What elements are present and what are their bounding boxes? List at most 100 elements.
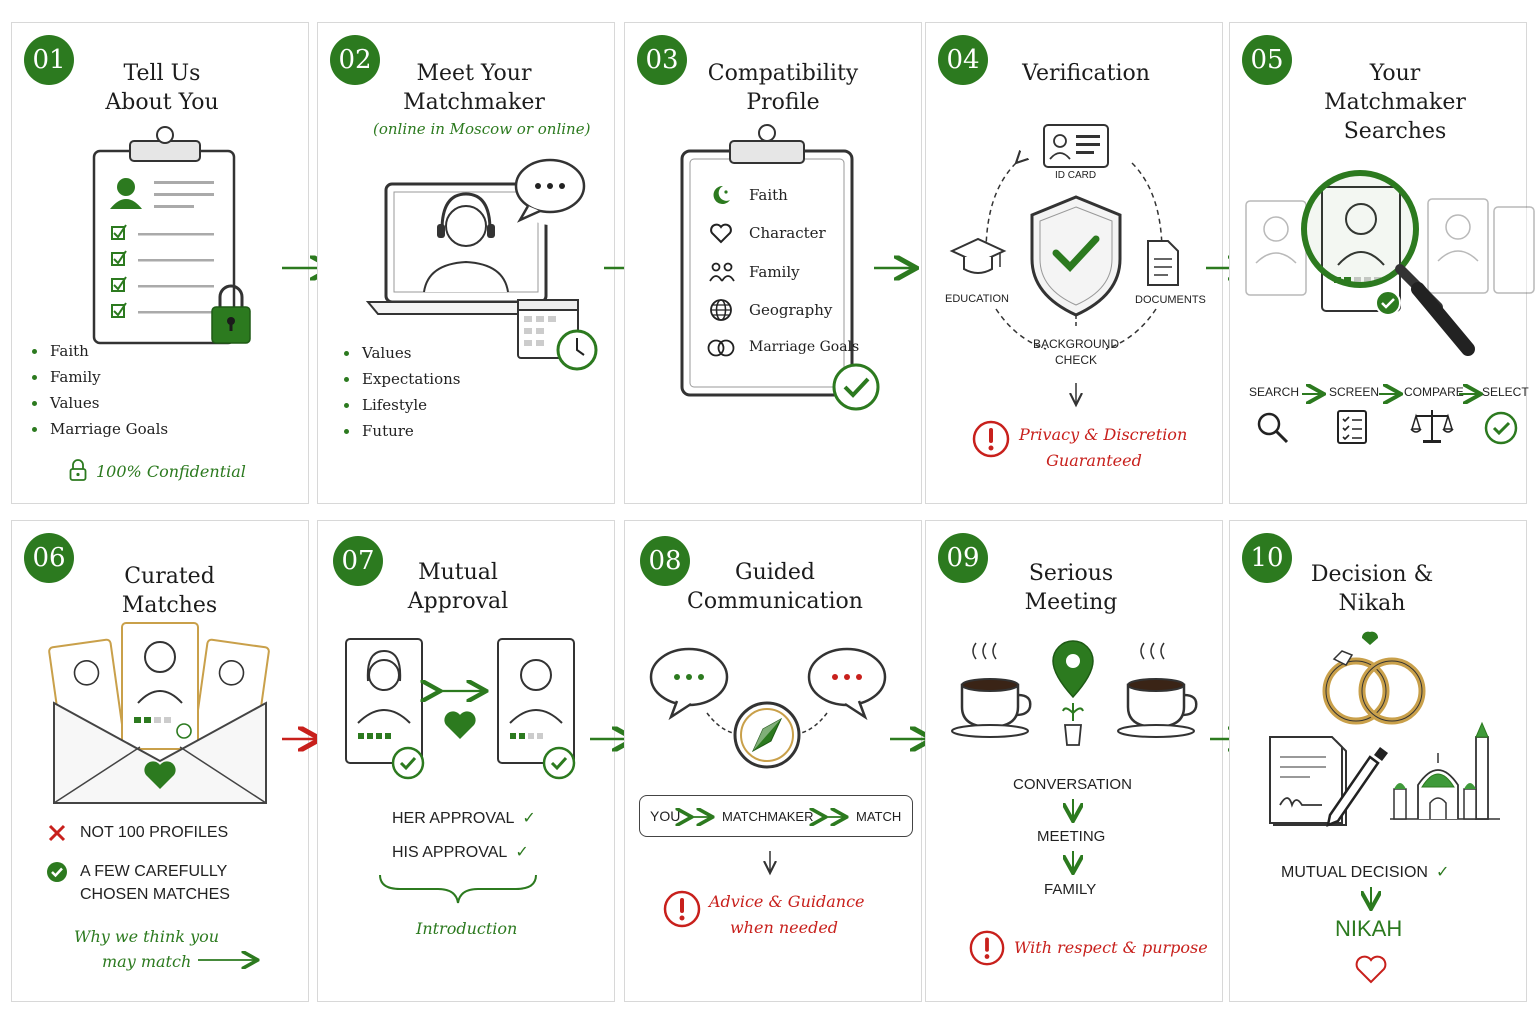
- step-card-10: 10 Decision & Nikah MUTUAL DECISION✓ NIK…: [1229, 520, 1527, 1002]
- list-item: Lifestyle: [342, 392, 460, 418]
- envelope-profiles-icon: [48, 622, 270, 804]
- profile-item-label: Geography: [749, 301, 833, 319]
- list-item: Expectations: [342, 366, 460, 392]
- her-approval-label: HER APPROVAL✓: [392, 808, 536, 827]
- why-match-note: Why we think you may match: [74, 927, 220, 971]
- check-icon: ✓: [515, 842, 529, 861]
- crescent-icon: [713, 185, 730, 204]
- flow-arrow-red: [282, 731, 326, 747]
- verification-cycle-diagram: [949, 124, 1179, 409]
- respect-note: With respect & purpose: [1014, 938, 1208, 957]
- step-number-badge: 06: [24, 533, 74, 583]
- step-title: Guided Communication: [687, 560, 863, 614]
- carefully-chosen-label: A FEW CAREFULLY CHOSEN MATCHES: [80, 863, 230, 903]
- down-arrow-icon: [763, 851, 777, 877]
- check-circle-icon: [1484, 411, 1518, 445]
- documents-label: DOCUMENTS: [1135, 294, 1206, 306]
- step-bullets: Values Expectations Lifestyle Future: [342, 340, 460, 444]
- double-arrow-icon: [687, 811, 715, 823]
- scale-icon: [1410, 410, 1454, 443]
- meeting-label: MEETING: [1037, 828, 1106, 845]
- flow-arrow: [874, 260, 922, 276]
- chat-compass-icon: [649, 647, 887, 769]
- step-title: Curated Matches: [121, 564, 218, 618]
- privacy-note: Privacy & Discretion Guaranteed: [1019, 425, 1188, 470]
- step-bullets: Faith Family Values Marriage Goals: [30, 338, 168, 442]
- contract-mosque-icon: [1269, 721, 1500, 828]
- flow-arrow-small: [1459, 389, 1483, 399]
- step-title: Tell Us About You: [105, 61, 219, 115]
- id-card-label: ID CARD: [1055, 170, 1097, 181]
- step-title: Serious Meeting: [1024, 561, 1118, 615]
- step-subtitle: (online in Moscow or online): [373, 120, 591, 138]
- profile-clipboard-icon: [680, 124, 880, 411]
- step-number-badge: 04: [938, 35, 988, 85]
- down-arrow-icon: [1364, 887, 1378, 911]
- step-title: Verification: [1022, 61, 1150, 86]
- profile-item-label: Family: [749, 263, 800, 281]
- check-circle-icon: [47, 862, 67, 882]
- alert-icon: [969, 930, 1005, 966]
- checklist-icon: [1337, 410, 1367, 444]
- clipboard-icon: [92, 126, 251, 345]
- step-title: Your Matchmaker Searches: [1324, 61, 1466, 144]
- mutual-decision-label: MUTUAL DECISION✓: [1281, 862, 1450, 881]
- coffee-meeting-icon: [951, 640, 1198, 746]
- step-number-badge: 05: [1242, 35, 1292, 85]
- advice-note: Advice & Guidance when needed: [709, 892, 865, 937]
- profile-item-label: Marriage Goals: [749, 339, 860, 355]
- family-icon: [709, 262, 735, 282]
- heart-icon: [1355, 955, 1387, 984]
- arrow-right-icon: [198, 953, 262, 967]
- chain-matchmaker: MATCHMAKER: [722, 809, 814, 824]
- list-item: Faith: [30, 338, 168, 364]
- rings-icon: [1322, 631, 1426, 725]
- step-card-06: 06 Curated Matches NOT 100 PROFILES A FE…: [11, 520, 309, 1002]
- profile-item-label: Character: [749, 224, 826, 242]
- search-icon: [1257, 412, 1289, 444]
- alert-icon: [972, 420, 1010, 458]
- step-number-badge: 01: [24, 35, 74, 85]
- laptop-video-call-icon: [365, 158, 598, 371]
- step-number-badge: 08: [640, 536, 690, 586]
- magnifier-profiles-icon: [1245, 170, 1535, 356]
- flow-label-search: SEARCH: [1249, 385, 1300, 399]
- conversation-label: CONVERSATION: [1013, 776, 1132, 793]
- flow-arrow: [890, 731, 938, 747]
- double-arrow-icon: [821, 811, 849, 823]
- brace-icon: [379, 874, 537, 904]
- alert-icon: [663, 890, 701, 928]
- rings-icon: [707, 339, 735, 357]
- step-number-badge: 07: [333, 536, 383, 586]
- step-title: Compatibility Profile: [707, 61, 859, 115]
- down-arrow-icon: [1066, 851, 1080, 875]
- step-number-badge: 03: [637, 35, 687, 85]
- flow-label-select: SELECT: [1482, 385, 1529, 399]
- step-card-04: 04 Verification ID CARD EDUCATION DOCUME…: [925, 22, 1223, 504]
- introduction-label: Introduction: [416, 919, 518, 938]
- step-title: Meet Your Matchmaker: [403, 61, 545, 115]
- education-label: EDUCATION: [945, 293, 1009, 305]
- list-item: Marriage Goals: [30, 416, 168, 442]
- mutual-approval-icon: [345, 638, 576, 780]
- cross-icon: [48, 824, 66, 842]
- check-icon: ✓: [522, 808, 536, 827]
- heart-icon: [710, 223, 732, 244]
- step-number-badge: 09: [938, 533, 988, 583]
- flow-label-compare: COMPARE: [1404, 385, 1464, 399]
- chain-match: MATCH: [856, 809, 902, 824]
- step-card-08: 08 Guided Communication YOU MATCHMAKER M…: [624, 520, 922, 1002]
- list-item: Values: [30, 390, 168, 416]
- step-card-05: 05 Your Matchmaker Searches SEARCH SCREE…: [1229, 22, 1535, 504]
- step-card-02: 02 Meet Your Matchmaker (online in Mosco…: [317, 22, 615, 504]
- globe-icon: [710, 299, 732, 321]
- step-card-03: 03 Compatibility Profile Faith Character…: [624, 22, 922, 504]
- family-label: FAMILY: [1044, 881, 1097, 898]
- list-item: Values: [342, 340, 460, 366]
- check-icon: ✓: [1435, 862, 1450, 881]
- you-matchmaker-match-chain: [639, 795, 913, 837]
- lock-icon: [69, 459, 87, 481]
- chain-you: YOU: [650, 808, 681, 824]
- flow-arrow-small: [1302, 389, 1326, 399]
